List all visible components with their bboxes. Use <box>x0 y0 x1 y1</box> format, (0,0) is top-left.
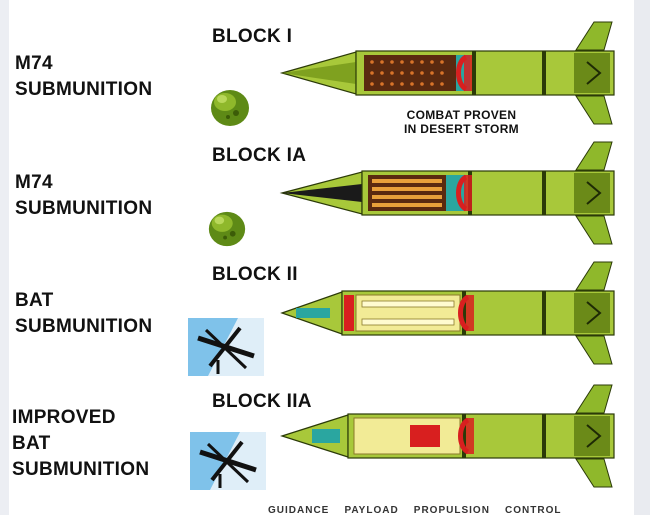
block-ii-missile <box>280 261 615 365</box>
block-ii-submunition-label: BAT SUBMUNITION <box>15 290 153 337</box>
block-ii-title: BLOCK II <box>212 264 298 285</box>
block-i-title: BLOCK I <box>212 26 293 47</box>
block-iia-submunition-label: IMPROVED BAT SUBMUNITION <box>12 407 150 480</box>
block-ia-title: BLOCK IA <box>212 145 307 166</box>
right-page-margin <box>634 0 650 515</box>
m74-ball-icon <box>208 211 246 247</box>
block-i-missile <box>279 21 615 125</box>
block-iia-title: BLOCK IIA <box>212 391 312 412</box>
left-page-margin <box>0 0 9 515</box>
block-iia-missile <box>280 384 615 488</box>
block-ia-missile <box>279 141 615 245</box>
block-ia-submunition-label: M74 SUBMUNITION <box>15 172 153 219</box>
block-i-submunition-label: M74 SUBMUNITION <box>15 53 153 100</box>
m74-ball-icon <box>211 90 249 126</box>
combat-proven-note: COMBAT PROVEN IN DESERT STORM <box>404 108 519 136</box>
improved-bat-submunition-icon <box>190 432 266 490</box>
section-legend-footer: GUIDANCE PAYLOAD PROPULSION CONTROL <box>268 505 562 515</box>
bat-submunition-icon <box>188 318 264 376</box>
